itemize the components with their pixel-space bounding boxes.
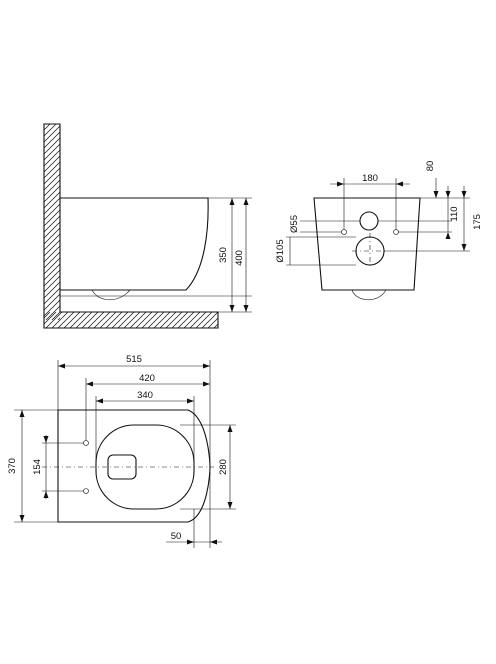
wall-hatching	[44, 124, 260, 328]
hatch-line	[51, 312, 69, 328]
hatch-line	[44, 185, 60, 203]
hatch-line	[45, 312, 63, 328]
hatch-line	[44, 299, 60, 317]
hatch-line	[44, 269, 60, 287]
dimension-label-180: 180	[362, 173, 378, 184]
hatch-line	[57, 312, 75, 328]
dimension-label-175: 175	[472, 214, 483, 230]
front-bowl-outline	[313, 197, 421, 291]
outlet-opening	[107, 454, 137, 480]
hatch-line	[44, 293, 60, 311]
hatch-line	[93, 312, 111, 328]
hatch-line	[207, 317, 218, 328]
hatch-line	[44, 281, 60, 299]
hatch-line	[153, 312, 171, 328]
dimension-label-110: 110	[449, 206, 460, 221]
side-view: 350 400	[43, 123, 260, 329]
hatch-line	[165, 312, 183, 328]
dimension-label-340: 340	[137, 390, 153, 401]
wall-outline	[43, 123, 219, 329]
hatch-line	[44, 209, 60, 227]
hatch-line	[44, 125, 60, 143]
hatch-line	[44, 203, 60, 221]
hatch-line	[45, 305, 60, 320]
hatch-line	[177, 312, 195, 328]
hatch-line	[44, 167, 60, 185]
hatch-line	[147, 312, 165, 328]
hatch-line	[87, 312, 105, 328]
hatch-line	[117, 312, 135, 328]
hatch-line	[63, 312, 81, 328]
dimension-label-50: 50	[171, 531, 182, 542]
fixing-hole-right	[393, 229, 399, 235]
hatch-line	[159, 312, 177, 328]
dimension-label-280: 280	[218, 459, 229, 475]
hatch-line	[213, 323, 218, 328]
hatch-line	[56, 124, 260, 328]
hatch-line	[201, 312, 218, 328]
dimension-label-350: 350	[218, 247, 229, 263]
hatch-line	[51, 311, 60, 320]
hatch-line	[57, 317, 60, 320]
dimension-label-370: 370	[7, 458, 18, 474]
hatch-line	[75, 312, 93, 328]
hatch-line	[44, 227, 60, 245]
hatch-line	[44, 312, 51, 319]
inlet-circle	[359, 211, 379, 231]
dimension-label-dia105: Ø105	[275, 239, 286, 262]
top-fixing-hole-upper	[83, 440, 89, 446]
hatch-line	[141, 312, 159, 328]
hatch-line	[44, 263, 60, 281]
hatch-line	[44, 233, 60, 251]
dimension-label-154: 154	[32, 459, 43, 475]
hatch-line	[123, 312, 141, 328]
dimension-label-420: 420	[139, 373, 155, 384]
hatch-line	[44, 191, 60, 209]
hatch-line	[44, 124, 51, 131]
hatch-line	[44, 312, 45, 313]
top-view: 515 420 340 370 154 280	[7, 354, 236, 548]
front-outlet	[351, 289, 387, 301]
hatch-line	[99, 312, 117, 328]
hatch-line	[129, 312, 147, 328]
dimension-label-dia55: Ø55	[289, 215, 300, 233]
outlet-profile	[91, 289, 131, 301]
bowl-profile	[60, 197, 209, 291]
hatch-line	[44, 287, 60, 305]
dimension-label-515: 515	[126, 354, 142, 365]
hatch-line	[44, 221, 60, 239]
hatch-line	[44, 143, 60, 161]
hatch-line	[44, 149, 60, 167]
hatch-line	[135, 312, 153, 328]
hatch-line	[81, 312, 99, 328]
front-view: 180 Ø55 Ø105 80 110 175	[275, 161, 483, 301]
hatch-line	[111, 312, 129, 328]
hatch-line	[44, 245, 60, 263]
hatch-line	[44, 239, 60, 257]
top-bowl-outline	[57, 409, 211, 523]
hatch-line	[44, 197, 60, 215]
hatch-line	[195, 312, 213, 328]
hatch-line	[105, 312, 123, 328]
hatch-line	[44, 251, 60, 269]
dimension-label-400: 400	[234, 250, 245, 266]
hatch-line	[44, 124, 45, 125]
hatch-line	[183, 312, 201, 328]
hatch-line	[44, 312, 57, 325]
hatch-line	[44, 155, 60, 173]
floor-hatching	[44, 312, 218, 328]
hatch-line	[171, 312, 189, 328]
hatch-line	[44, 124, 57, 137]
hatch-line	[69, 312, 87, 328]
fixing-hole-left	[341, 229, 347, 235]
hatch-line	[44, 137, 60, 155]
dimension-label-80: 80	[425, 161, 436, 172]
hatch-line	[44, 257, 60, 275]
hatch-line	[44, 215, 60, 233]
hatch-line	[189, 312, 207, 328]
top-fixing-hole-lower	[83, 488, 89, 494]
hatch-line	[44, 131, 60, 149]
hatch-line	[44, 275, 60, 293]
